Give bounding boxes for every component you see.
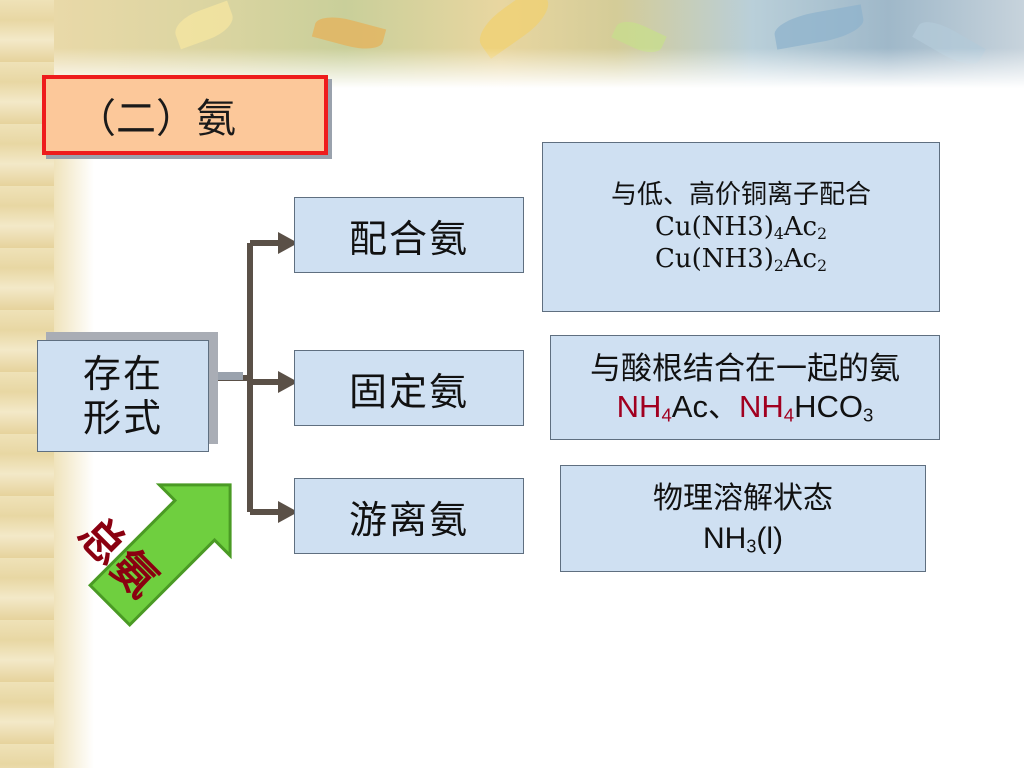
page-title: （二）氨 [42,75,328,155]
arrowhead-1 [278,232,298,254]
branch-label-free: 游离氨 [348,497,469,542]
detail-complex-desc: 与低、高价铜离子配合 [610,180,871,210]
detail-complex-formula-2: Cu(NH3)2Ac2 [654,244,828,275]
arrowhead-2 [278,371,298,393]
detail-fixed-desc: 与酸根结合在一起的氨 [590,350,900,387]
green-arrow-badge [87,483,232,628]
branch-node-free: 游离氨 [294,478,524,554]
root-node-line1: 存在 [82,352,163,396]
page-title-text: （二）氨 [76,96,236,142]
detail-box-complex: 与低、高价铜离子配合 Cu(NH3)4Ac2 Cu(NH3)2Ac2 [542,142,940,312]
branch-label-fixed: 固定氨 [348,369,469,414]
root-connector-shadow [203,372,243,380]
detail-complex-formula-1: Cu(NH3)4Ac2 [654,212,828,243]
detail-box-fixed: 与酸根结合在一起的氨 NH4Ac、NH4HCO3 [550,335,940,440]
branch-node-complex: 配合氨 [294,197,524,273]
arrowhead-3 [278,501,298,523]
arrow-up-icon [87,483,232,628]
detail-box-free: 物理溶解状态 NH3(l) [560,465,926,572]
detail-free-formula: NH3(l) [702,521,783,556]
root-node-line2: 形式 [82,396,163,440]
branch-node-fixed: 固定氨 [294,350,524,426]
detail-fixed-formula: NH4Ac、NH4HCO3 [616,388,874,426]
branch-label-complex: 配合氨 [348,216,469,261]
root-node: 存在 形式 [37,340,209,452]
detail-free-desc: 物理溶解状态 [653,480,833,516]
